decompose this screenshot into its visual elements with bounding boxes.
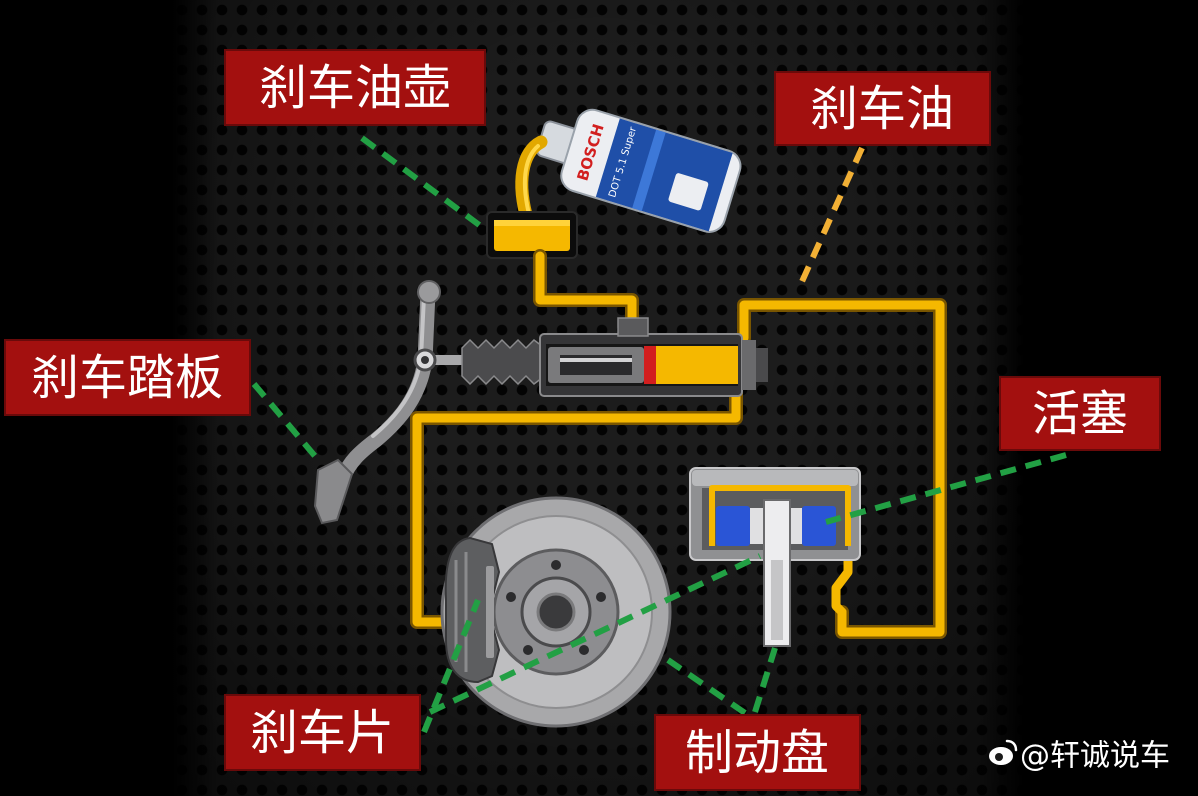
label-pedal-text: 刹车踏板 bbox=[31, 350, 223, 406]
label-reservoir: 刹车油壶 bbox=[224, 49, 486, 126]
label-pedal-box bbox=[4, 339, 251, 416]
caliper-piston-right bbox=[802, 506, 836, 546]
caliper-line-left bbox=[412, 383, 741, 627]
brake-pedal bbox=[313, 280, 468, 525]
bottle-label-stripe bbox=[632, 129, 666, 211]
bottle-label-panel bbox=[668, 173, 709, 211]
label-piston-box bbox=[999, 376, 1161, 451]
label-reservoir-text: 刹车油壶 bbox=[259, 60, 451, 116]
lug-bolt bbox=[523, 645, 533, 655]
caliper-rib bbox=[454, 552, 468, 672]
reservoir-fluid bbox=[494, 220, 570, 251]
master-cylinder-end-fin bbox=[756, 348, 768, 382]
pushrod bbox=[428, 355, 468, 365]
label-reservoir-box bbox=[224, 49, 486, 126]
pointer-reservoir bbox=[360, 135, 488, 233]
piston-seal bbox=[644, 346, 656, 384]
pointer-piston bbox=[825, 452, 1067, 525]
brake-pad-left bbox=[750, 508, 763, 544]
brake-fluid-stream-highlight bbox=[522, 144, 540, 220]
pointer-fluid bbox=[797, 146, 865, 288]
reservoir-fluid-surface bbox=[494, 220, 570, 226]
label-fluid: 刹车油 bbox=[774, 71, 991, 146]
piston-highlight bbox=[560, 358, 632, 362]
master-cylinder-boot bbox=[461, 338, 543, 386]
brake-fluid-bottle: BOSCH DOT 5.1 Super bbox=[536, 108, 742, 233]
master-cylinder-end-cap bbox=[742, 340, 756, 390]
pointer-disc-right bbox=[752, 647, 778, 713]
label-disc-text: 制动盘 bbox=[685, 725, 829, 781]
caliper-outlet-line bbox=[831, 543, 853, 617]
caliper-brake-pad bbox=[486, 566, 494, 658]
caliper-cross-section bbox=[689, 467, 861, 647]
label-piston: 活塞 bbox=[999, 376, 1161, 451]
lug-bolt bbox=[596, 592, 606, 602]
pedal-foot-pad bbox=[313, 458, 354, 525]
label-pad: 刹车片 bbox=[224, 694, 421, 771]
pedal-pivot-pin bbox=[421, 356, 429, 364]
reservoir-feed-line bbox=[535, 251, 637, 325]
label-disc: 制动盘 bbox=[654, 714, 861, 791]
lug-bolt bbox=[551, 560, 561, 570]
label-fluid-box bbox=[774, 71, 991, 146]
weibo-icon-eye bbox=[995, 753, 1003, 761]
label-pedal: 刹车踏板 bbox=[4, 339, 251, 416]
pedal-arm bbox=[335, 284, 436, 486]
pointer-pad-left bbox=[421, 598, 481, 734]
watermark-text: @轩诚说车 bbox=[1020, 739, 1170, 774]
brake-lines bbox=[410, 249, 947, 639]
master-cylinder-fluid-chamber bbox=[656, 346, 738, 384]
label-disc-box bbox=[654, 714, 861, 791]
label-fluid-text: 刹车油 bbox=[810, 81, 954, 137]
pointer-pedal bbox=[251, 382, 323, 464]
weibo-icon-wave bbox=[1005, 739, 1018, 752]
caliper-piston-left bbox=[716, 506, 750, 546]
watermark: @轩诚说车 bbox=[989, 739, 1170, 774]
disc-section-groove bbox=[771, 560, 783, 640]
lug-bolt bbox=[506, 592, 516, 602]
caliper-fluid-channel bbox=[709, 485, 851, 546]
caliper-line-right bbox=[739, 300, 945, 637]
pointer-disc-left bbox=[666, 657, 747, 716]
pointer-pad-right bbox=[428, 553, 762, 715]
pedal-top-knob bbox=[417, 280, 441, 304]
lug-bolt bbox=[579, 645, 589, 655]
weibo-icon bbox=[989, 739, 1018, 765]
label-piston-text: 活塞 bbox=[1032, 386, 1128, 442]
master-cylinder bbox=[461, 317, 768, 397]
brake-fluid-reservoir bbox=[486, 211, 578, 259]
brake-pad-right bbox=[791, 508, 802, 544]
pointer-lines bbox=[251, 135, 1067, 734]
label-pad-box bbox=[224, 694, 421, 771]
caliper-housing-top bbox=[692, 470, 858, 486]
reservoir-feed-line-edge bbox=[533, 249, 639, 327]
label-pad-text: 刹车片 bbox=[250, 705, 394, 761]
master-cylinder-inlet-port bbox=[617, 317, 649, 337]
hub-bearing bbox=[536, 592, 576, 632]
